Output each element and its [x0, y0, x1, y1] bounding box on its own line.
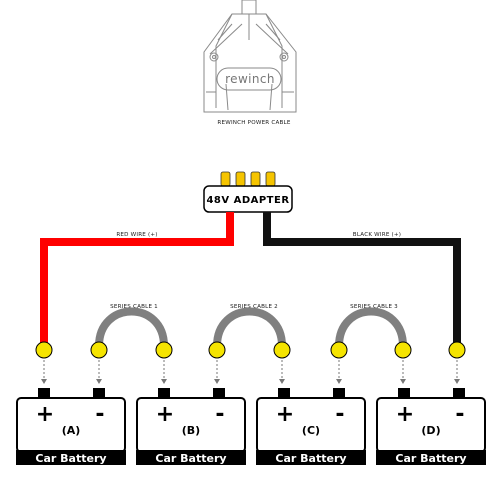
adapter-box	[203, 185, 293, 213]
battery-terminal-negative	[453, 388, 465, 398]
battery-c: + - (C) Car Battery	[256, 388, 366, 465]
device-logo-text: rewinch	[225, 72, 275, 86]
battery-label: Car Battery	[155, 452, 226, 465]
red-wire	[40, 212, 234, 344]
battery-label: Car Battery	[35, 452, 106, 465]
connector	[35, 341, 53, 384]
battery-label-band	[16, 450, 126, 465]
connectors	[35, 341, 466, 384]
battery-letter: (D)	[421, 424, 440, 437]
battery-minus-sign: -	[455, 402, 464, 427]
battery-letter: (C)	[302, 424, 320, 437]
connector	[394, 341, 412, 384]
battery-minus-sign: -	[95, 402, 104, 427]
battery-letter: (A)	[62, 424, 81, 437]
device-caption: REWINCH POWER CABLE	[217, 120, 290, 126]
battery-minus-sign: -	[335, 402, 344, 427]
battery-terminal-positive	[38, 388, 50, 398]
adapter-pins	[220, 171, 276, 187]
battery-label: Car Battery	[275, 452, 346, 465]
black-wire	[263, 212, 461, 344]
battery-plus-sign: +	[396, 402, 414, 427]
battery-plus-sign: +	[156, 402, 174, 427]
series-cable-1: SERIES CABLE 1	[95, 304, 168, 347]
connector	[208, 341, 226, 384]
battery-label-band	[256, 450, 366, 465]
battery-letter: (B)	[182, 424, 200, 437]
series-cable-3: SERIES CABLE 3	[335, 304, 407, 347]
adapter-pin	[235, 171, 246, 187]
battery-plus-sign: +	[276, 402, 294, 427]
series-cable-label: SERIES CABLE 1	[110, 304, 158, 310]
adapter-pin	[250, 171, 261, 187]
black-wire-label: BLACK WIRE (+)	[353, 232, 401, 238]
battery-minus-sign: -	[215, 402, 224, 427]
battery-terminal-negative	[213, 388, 225, 398]
connector	[90, 341, 108, 384]
battery-terminal-positive	[398, 388, 410, 398]
battery-terminal-positive	[278, 388, 290, 398]
battery-d: + - (D) Car Battery	[376, 388, 486, 465]
connector	[330, 341, 348, 384]
battery-terminal-positive	[158, 388, 170, 398]
series-cable-2: SERIES CABLE 2	[213, 304, 286, 347]
battery-terminal-negative	[93, 388, 105, 398]
battery-a: + - (A) Car Battery	[16, 388, 126, 465]
connector	[448, 341, 466, 384]
battery-label-band	[136, 450, 246, 465]
battery-terminal-negative	[333, 388, 345, 398]
connector	[273, 341, 291, 384]
series-cable-label: SERIES CABLE 3	[350, 304, 398, 310]
battery-b: + - (B) Car Battery	[136, 388, 246, 465]
connector	[155, 341, 173, 384]
series-cable-label: SERIES CABLE 2	[230, 304, 278, 310]
red-wire-label: RED WIRE (+)	[116, 232, 157, 238]
rewinch-plug	[203, 0, 297, 113]
adapter-label: 48V ADAPTER	[206, 195, 289, 206]
battery-plus-sign: +	[36, 402, 54, 427]
adapter-pin	[220, 171, 231, 187]
battery-label: Car Battery	[395, 452, 466, 465]
adapter-pin	[265, 171, 276, 187]
battery-label-band	[376, 450, 486, 465]
